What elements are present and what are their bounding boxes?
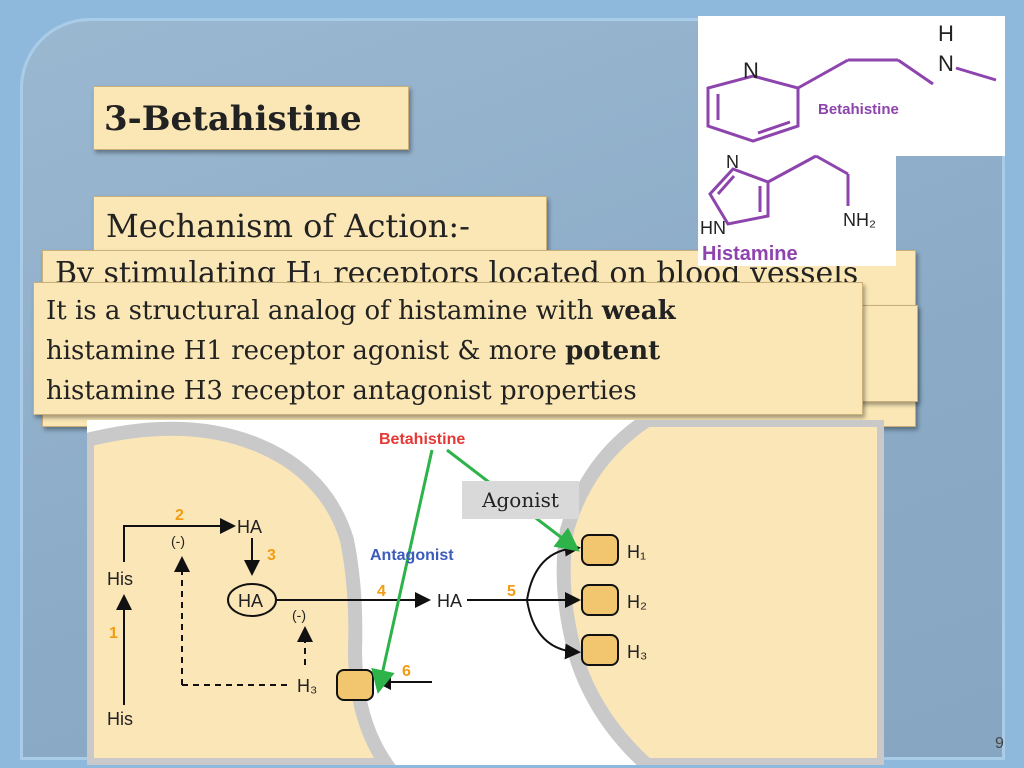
step-5-label: 5 xyxy=(507,583,516,600)
antagonist-label: Antagonist xyxy=(370,547,454,564)
desc-line3: histamine H3 receptor antagonist propert… xyxy=(46,376,637,406)
stacked-box-edge xyxy=(858,305,918,402)
step-6-label: 6 xyxy=(402,663,411,680)
histamine-label: Histamine xyxy=(702,243,798,265)
desc-potent: potent xyxy=(565,336,661,366)
synapse-svg: His His 1 2 (-) HA 3 HA 4 HA 5 H₁ H₂ H₃ xyxy=(87,420,884,765)
description-box: It is a structural analog of histamine w… xyxy=(33,282,863,415)
betahistine-n1: N xyxy=(743,58,759,83)
step-2-label: 2 xyxy=(175,507,184,524)
ha-cleft-label: HA xyxy=(437,591,462,611)
his-top-label: His xyxy=(107,569,133,589)
betahistine-n2: N xyxy=(938,51,954,76)
histamine-hn: HN xyxy=(700,218,726,238)
h1-receptor-label: H₁ xyxy=(627,542,646,562)
slide-title: 3-Betahistine xyxy=(93,86,409,150)
h3-post-receptor-label: H₃ xyxy=(627,642,647,662)
betahistine-structure: N H N Betahistine xyxy=(698,16,1005,156)
histamine-n: N xyxy=(726,154,739,172)
h2-receptor-label: H₂ xyxy=(627,592,647,612)
mechanism-heading: Mechanism of Action:- xyxy=(93,196,547,254)
histamine-nh2: NH₂ xyxy=(843,210,876,230)
ha-top-label: HA xyxy=(237,517,262,537)
h3-pre-receptor-label: H₃ xyxy=(297,676,317,696)
drug-label: Betahistine xyxy=(379,431,465,448)
desc-line1: It is a structural analog of histamine w… xyxy=(46,296,602,326)
histamine-structure: N HN NH₂ Histamine xyxy=(698,152,896,266)
step-4-label: 4 xyxy=(377,583,386,600)
betahistine-svg: N H N Betahistine xyxy=(706,21,997,143)
his-bottom-label: His xyxy=(107,709,133,729)
agonist-label-box: Agonist xyxy=(462,481,579,519)
betahistine-label: Betahistine xyxy=(818,101,899,118)
page-number: 9 xyxy=(995,735,1004,752)
desc-weak: weak xyxy=(601,296,676,326)
synapse-diagram: His His 1 2 (-) HA 3 HA 4 HA 5 H₁ H₂ H₃ xyxy=(87,420,884,765)
step-1-label: 1 xyxy=(109,625,118,642)
ha-vesicle-label: HA xyxy=(238,591,263,611)
betahistine-h: H xyxy=(938,21,954,46)
inhibit-1-label: (-) xyxy=(171,533,185,549)
inhibit-2-label: (-) xyxy=(292,607,306,623)
step-3-label: 3 xyxy=(267,547,276,564)
histamine-svg: N HN NH₂ Histamine xyxy=(700,152,876,265)
desc-line2: histamine H1 receptor agonist & more xyxy=(46,336,566,366)
